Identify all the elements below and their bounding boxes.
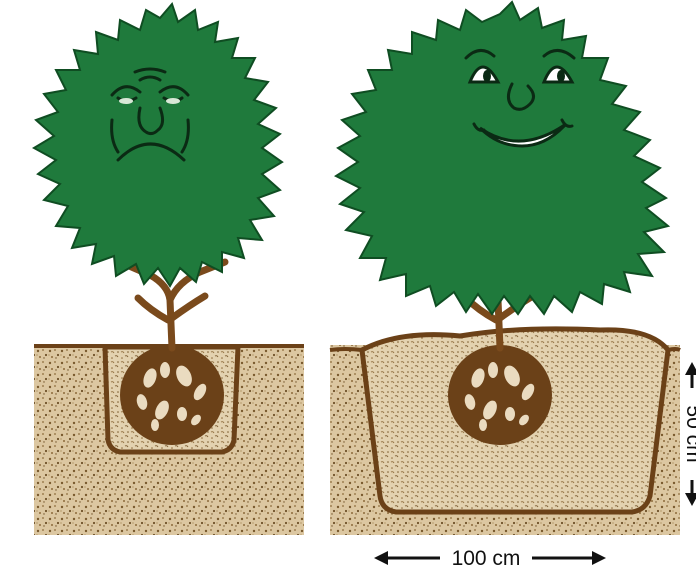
depth-dimension: 50 cm — [682, 362, 696, 506]
left-panel — [34, 4, 304, 535]
right-panel — [330, 2, 680, 535]
right-root-ball — [448, 345, 552, 445]
depth-label: 50 cm — [682, 405, 696, 462]
width-label: 100 cm — [452, 547, 521, 570]
left-root-ball — [120, 345, 224, 445]
width-dimension: 100 cm — [374, 547, 606, 570]
right-foliage — [336, 2, 668, 314]
